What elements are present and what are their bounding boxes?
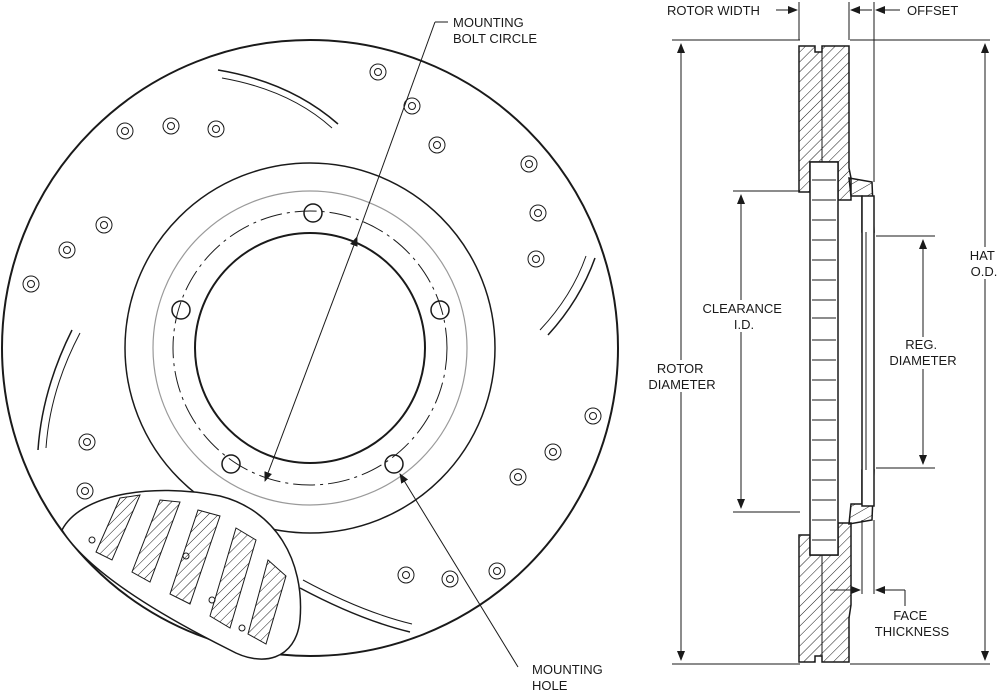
- vane-ribs: [812, 179, 836, 541]
- hat-outer-edge: [124, 162, 496, 534]
- drilled-hole: [529, 204, 547, 222]
- rotor-slot: [302, 579, 413, 625]
- mounting-hole-label: MOUNTING HOLE: [532, 662, 606, 693]
- rotor-slot: [37, 329, 73, 451]
- rotor-slot: [217, 69, 339, 125]
- rotor-diameter-label: ROTOR DIAMETER: [648, 361, 715, 392]
- rotor-slot: [539, 255, 587, 331]
- label-knockout: [886, 337, 960, 369]
- drilled-hole: [76, 482, 94, 500]
- drilled-holes: [22, 63, 602, 588]
- rotor-width-label: ROTOR WIDTH: [667, 3, 760, 18]
- vane: [131, 499, 181, 583]
- label-knockout: [697, 300, 791, 332]
- rotor-slot: [45, 332, 81, 449]
- drilled-hole: [488, 562, 506, 580]
- label-knockout: [640, 360, 724, 392]
- drilled-hole: [162, 117, 180, 135]
- rotor-front-view: [1, 21, 619, 668]
- drilled-hole: [78, 433, 96, 451]
- vane: [247, 559, 287, 645]
- mounting-bolt-circle-label: MOUNTING BOLT CIRCLE: [453, 15, 537, 46]
- label-line: O.D.: [971, 264, 998, 279]
- bolt-circle-line: [172, 210, 448, 486]
- label-line: THICKNESS: [875, 624, 950, 639]
- face-thickness-label: FACE THICKNESS: [875, 608, 950, 639]
- label-line: HAT: [970, 248, 995, 263]
- label-line: FACE: [893, 608, 927, 623]
- mounting-hole: [303, 203, 323, 223]
- drilled-hole: [369, 63, 387, 81]
- vane-column: [809, 161, 839, 556]
- drilled-hole: [207, 120, 225, 138]
- vane: [209, 527, 257, 629]
- label-line: HOLE: [532, 678, 568, 693]
- label-line: MOUNTING: [532, 662, 603, 677]
- label-line: DIAMETER: [648, 377, 715, 392]
- drilled-hole: [584, 407, 602, 425]
- rotor-section-view: [798, 45, 875, 663]
- clearance-id-label: CLEARANCE I.D.: [702, 301, 785, 332]
- drilled-hole: [527, 250, 545, 268]
- bolt-circle-diameter-line: [264, 236, 358, 482]
- mounting-hole: [221, 454, 241, 474]
- mounting-hole: [384, 454, 404, 474]
- reg-diameter-label: REG. DIAMETER: [889, 337, 956, 368]
- mounting-hole: [430, 300, 450, 320]
- label-line: CLEARANCE: [702, 301, 782, 316]
- drilled-hole: [58, 241, 76, 259]
- vane: [169, 509, 221, 605]
- label-line: BOLT CIRCLE: [453, 31, 537, 46]
- drilled-hole: [95, 216, 113, 234]
- mounting-hole: [171, 300, 191, 320]
- offset-label: OFFSET: [907, 3, 958, 18]
- hat-step-circle: [152, 190, 468, 506]
- vane-pin: [88, 536, 96, 544]
- rotor-outer-edge: [1, 39, 619, 657]
- rotor-slot: [221, 77, 333, 129]
- label-line: I.D.: [734, 317, 754, 332]
- bolt-circle-leader: [356, 21, 436, 238]
- vane-pin: [238, 624, 246, 632]
- drilled-hole: [520, 155, 538, 173]
- mounting-hole-leader: [399, 473, 519, 668]
- vane: [95, 494, 141, 561]
- drilled-hole: [22, 275, 40, 293]
- drilled-hole: [441, 570, 459, 588]
- drilled-hole: [397, 566, 415, 584]
- label-line: REG.: [905, 337, 937, 352]
- hat-face: [861, 195, 875, 507]
- label-line: DIAMETER: [889, 353, 956, 368]
- drilled-hole: [509, 468, 527, 486]
- vane-cutaway: [61, 489, 302, 660]
- vane-pin: [208, 596, 216, 604]
- hat-od-label: HAT O.D.: [970, 248, 998, 279]
- label-knockout: [966, 247, 1000, 279]
- label-line: ROTOR: [657, 361, 704, 376]
- drilled-hole: [428, 136, 446, 154]
- rotor-slot: [547, 257, 596, 336]
- drilled-hole: [544, 443, 562, 461]
- rotor-slots: [37, 69, 596, 633]
- drilled-hole: [116, 122, 134, 140]
- vane-pin: [182, 552, 190, 560]
- center-bore: [194, 232, 426, 464]
- label-line: MOUNTING: [453, 15, 524, 30]
- rotor-slot: [299, 587, 411, 633]
- extension-lines: [672, 2, 990, 665]
